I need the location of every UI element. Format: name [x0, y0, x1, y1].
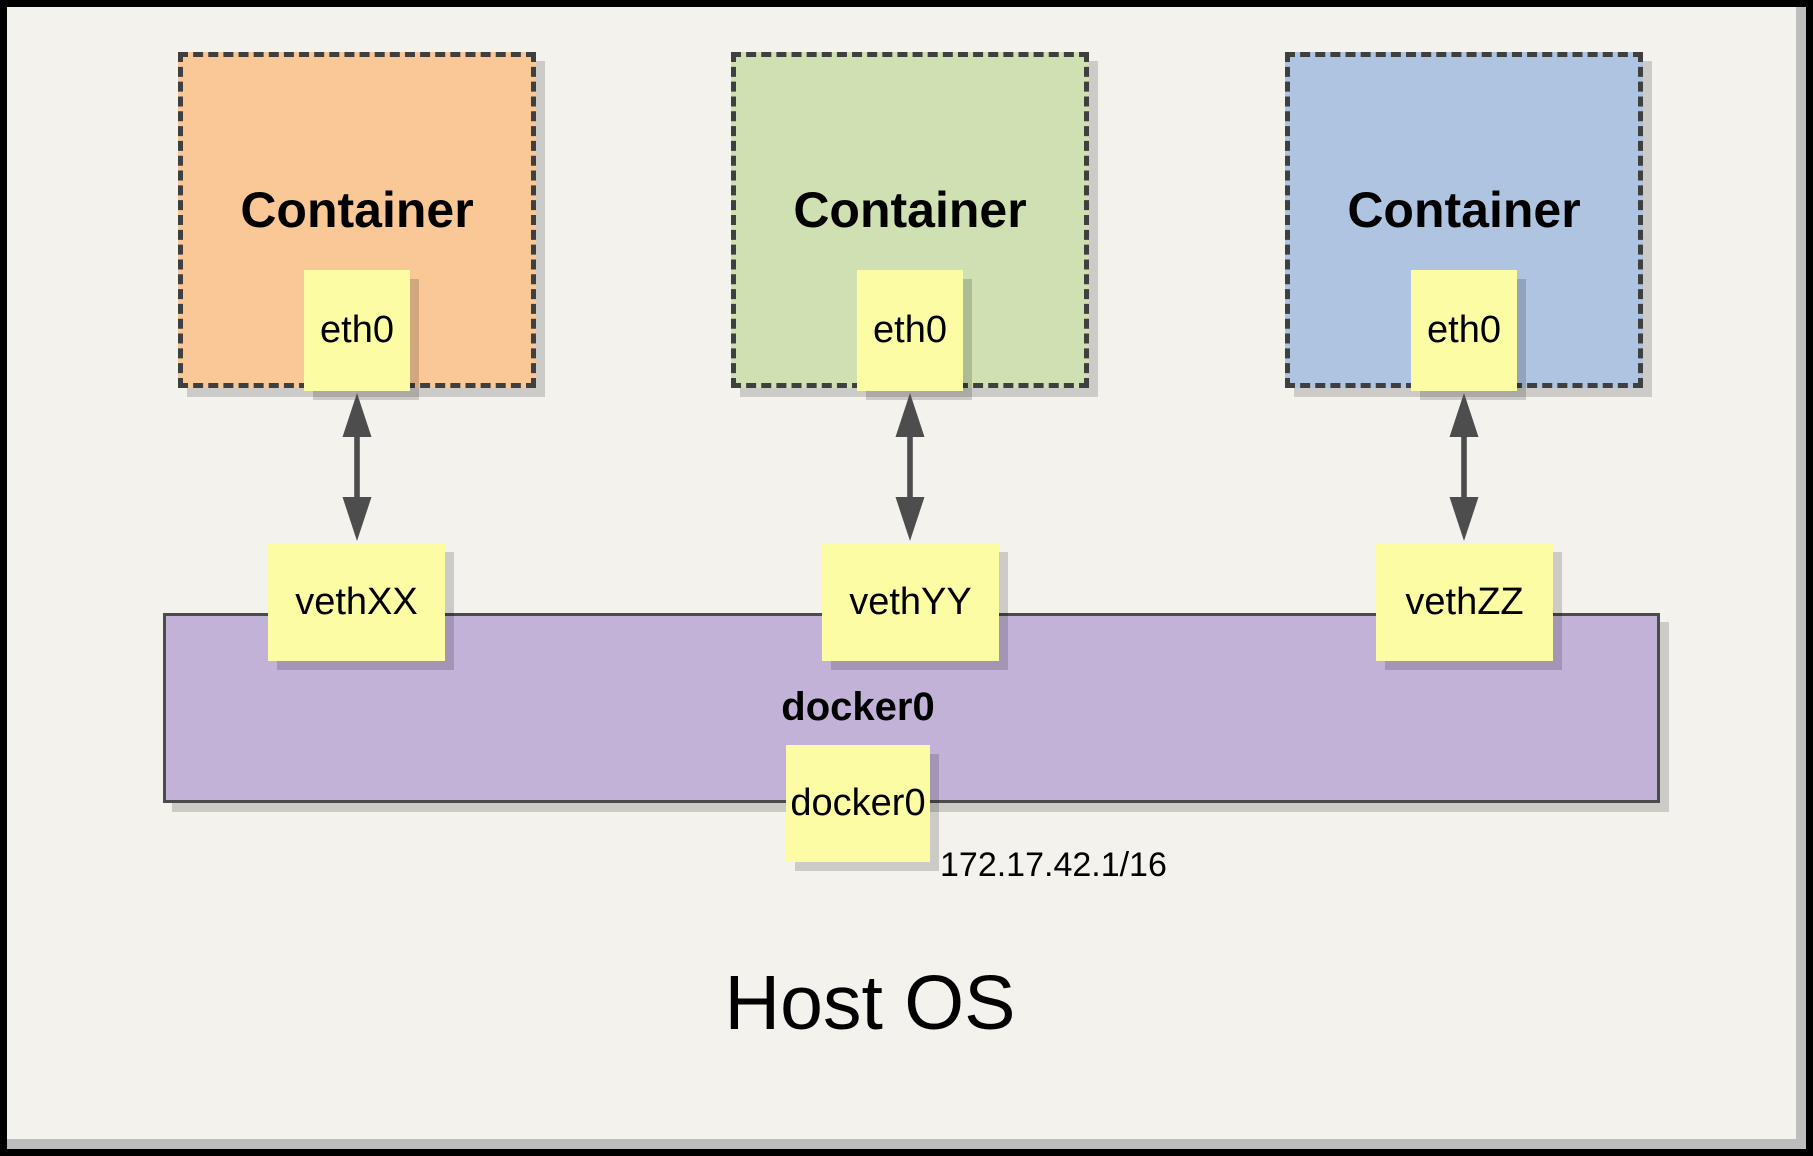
container-1-eth0-node: eth0	[304, 270, 410, 391]
container-box-2: Container eth0	[731, 52, 1089, 391]
vethyy-node: vethYY	[822, 543, 999, 661]
vethyy-label: vethYY	[849, 580, 972, 623]
container-1-eth0-label: eth0	[320, 309, 394, 351]
arrow-eth0-vethyy	[895, 393, 925, 541]
container-2-eth0-node: eth0	[857, 270, 963, 391]
docker0-interface-label: docker0	[790, 782, 926, 824]
arrow-eth0-vethxx	[342, 393, 372, 541]
container-box-3: Container eth0	[1285, 52, 1643, 391]
container-3-eth0-label: eth0	[1427, 309, 1501, 351]
container-2-eth0-label: eth0	[873, 309, 947, 351]
container-1-title: Container	[240, 182, 474, 238]
docker0-bridge-title: docker0	[781, 685, 935, 729]
container-box-1: Container eth0	[178, 52, 536, 391]
container-3-title: Container	[1347, 182, 1581, 238]
vethzz-node: vethZZ	[1376, 543, 1553, 661]
docker0-interface-node: docker0	[786, 745, 930, 862]
docker0-ip-address: 172.17.42.1/16	[940, 846, 1167, 884]
vethxx-node: vethXX	[268, 543, 445, 661]
vethzz-label: vethZZ	[1405, 580, 1524, 623]
container-3-eth0-node: eth0	[1411, 270, 1517, 391]
host-os-title: Host OS	[724, 960, 1016, 1046]
vethxx-label: vethXX	[295, 580, 418, 623]
arrow-eth0-vethzz	[1449, 393, 1479, 541]
container-2-title: Container	[793, 182, 1027, 238]
